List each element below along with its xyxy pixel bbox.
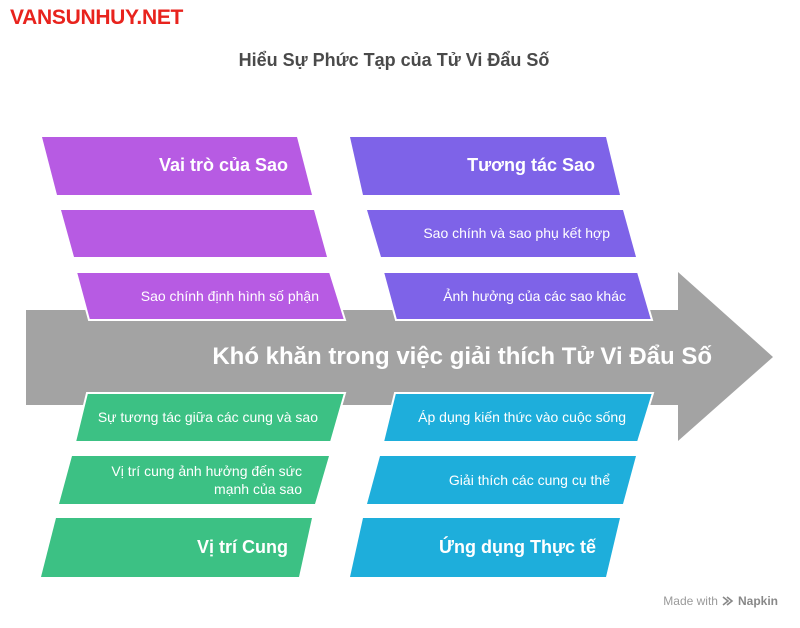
napkin-logo-icon — [722, 596, 734, 606]
site-watermark: VANSUNHUY.NET — [10, 6, 184, 29]
box-vi-tri-heading — [41, 518, 312, 577]
tuong-tac-heading: Tương tác Sao — [467, 155, 595, 176]
box-tuong-tac-heading — [350, 137, 620, 195]
box-ung-dung-item-1 — [381, 392, 655, 443]
box-vi-tri-item-1 — [73, 392, 347, 443]
box-ung-dung-item-2 — [367, 456, 636, 504]
box-tuong-tac-item-2 — [381, 271, 654, 321]
ung-dung-item-2: Giải thích các cung cụ thể — [448, 471, 610, 488]
box-vai-tro-item-1 — [61, 210, 327, 257]
box-ung-dung-heading — [350, 518, 620, 577]
vai-tro-item-1 — [74, 210, 312, 257]
box-tuong-tac-item-1 — [367, 210, 636, 257]
vai-tro-heading: Vai trò của Sao — [158, 155, 288, 176]
box-vi-tri-item-2 — [59, 456, 329, 504]
diagram-title: Hiểu Sự Phức Tạp của Tử Vi Đẩu Số — [238, 50, 550, 70]
vi-tri-item-1: Sự tương tác giữa các cung và sao — [97, 409, 318, 426]
tuong-tac-item-1: Sao chính và sao phụ kết hợp — [423, 225, 610, 242]
spine-label: Khó khăn trong việc giải thích Tử Vi Đẩu… — [212, 343, 712, 370]
vi-tri-item-2: Vị trí cung ảnh hưởng đến sức mạnh của s… — [111, 462, 302, 497]
ung-dung-item-1: Áp dụng kiến thức vào cuộc sống — [418, 409, 626, 426]
napkin-credit: Made with Napkin — [663, 594, 778, 608]
box-vai-tro-item-2 — [74, 271, 347, 321]
vai-tro-item-2: Sao chính định hình số phận — [140, 287, 319, 304]
box-vai-tro-heading — [42, 137, 312, 195]
ung-dung-heading: Ứng dụng Thực tế — [439, 536, 596, 557]
credit-brand: Napkin — [737, 594, 778, 608]
credit-prefix: Made with — [663, 594, 718, 608]
tuong-tac-item-2: Ảnh hưởng của các sao khác — [443, 287, 626, 304]
vi-tri-heading: Vị trí Cung — [197, 536, 288, 557]
